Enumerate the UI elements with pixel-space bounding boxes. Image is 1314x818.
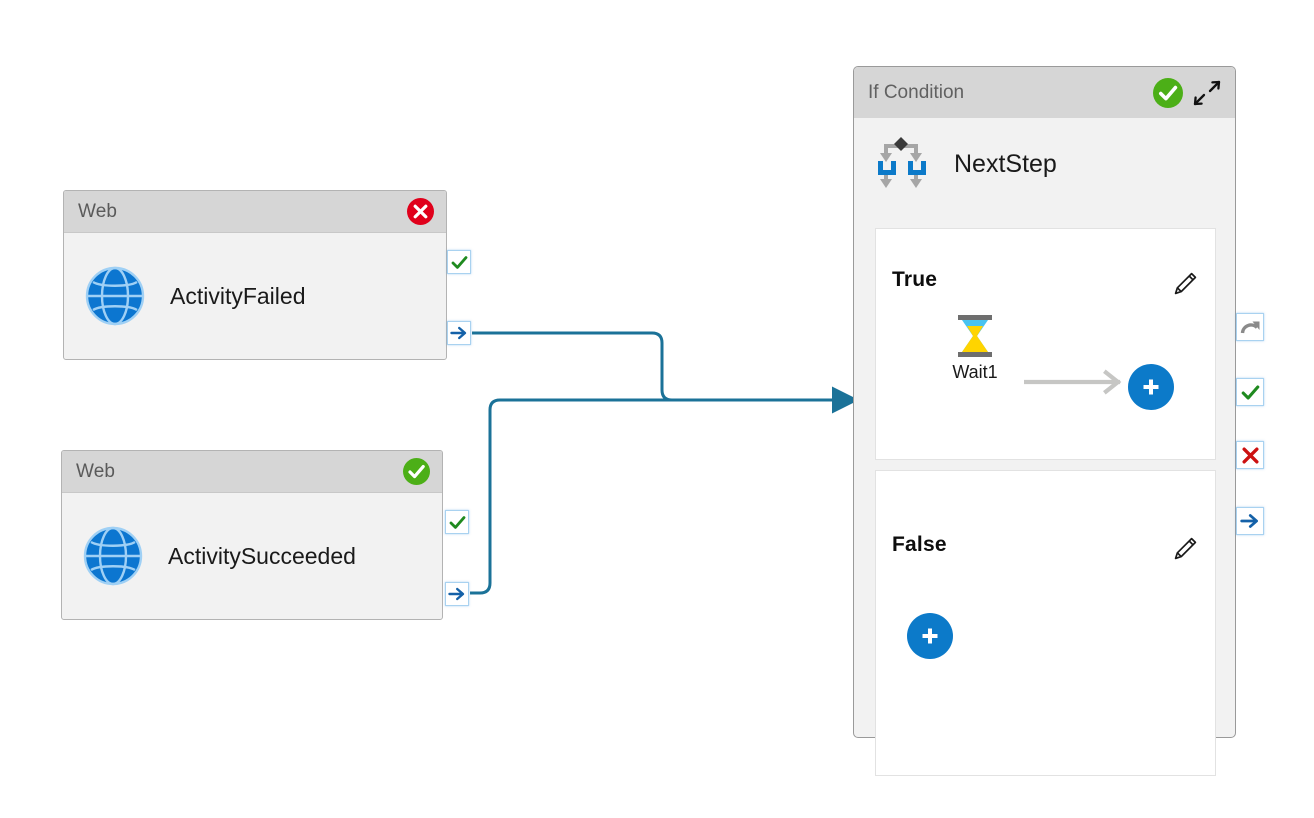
pencil-icon[interactable] <box>1171 535 1199 563</box>
plus-icon <box>922 628 938 644</box>
activity-name: ActivityFailed <box>170 282 306 309</box>
pencil-icon[interactable] <box>1171 270 1199 298</box>
branch-icon <box>878 137 926 188</box>
activity-name: ActivitySucceeded <box>168 542 356 569</box>
blue-arrow-icon <box>448 587 465 601</box>
branch-label: True <box>892 268 938 291</box>
if-condition-panel[interactable]: If Condition <box>853 66 1264 776</box>
success-port[interactable] <box>447 250 471 274</box>
gray-arrow-icon <box>1024 369 1122 395</box>
failure-port[interactable] <box>1236 441 1264 469</box>
red-x-icon <box>1241 446 1259 464</box>
edge-web-failed-to-if <box>472 331 859 414</box>
retry-curved-arrow-icon <box>1240 321 1260 334</box>
branch-label: False <box>892 533 947 556</box>
green-check-icon <box>449 515 465 529</box>
success-port[interactable] <box>445 510 469 534</box>
activity-node-web-succeeded[interactable]: Web ActivitySucceeded <box>61 450 469 620</box>
node-body: ActivityFailed <box>64 233 446 359</box>
branch-header: False <box>876 471 1215 563</box>
next-port[interactable] <box>447 321 471 345</box>
activity-name: Wait1 <box>952 362 998 382</box>
success-circle-icon <box>1153 77 1183 108</box>
branch-true[interactable]: True <box>875 228 1216 460</box>
node-body: ActivitySucceeded <box>62 493 442 619</box>
activity-wait1[interactable]: Wait1 <box>930 313 1020 383</box>
panel-title: If Condition <box>868 81 965 103</box>
if-condition-header: If Condition <box>854 67 1235 118</box>
if-step-row: NextStep <box>854 118 1235 196</box>
next-port[interactable] <box>445 582 469 606</box>
branch-header: True <box>876 229 1215 298</box>
success-port[interactable] <box>1236 378 1264 406</box>
blue-arrow-icon <box>1240 514 1258 528</box>
node-header-title: Web <box>78 200 118 222</box>
step-name: NextStep <box>954 149 1057 178</box>
globe-icon <box>85 266 145 326</box>
success-circle-icon <box>403 458 430 485</box>
branch-content: False <box>876 471 1215 775</box>
collapse-arrows-icon[interactable] <box>1191 77 1223 109</box>
globe-icon <box>83 526 143 586</box>
branch-content: True <box>876 229 1215 459</box>
branch-false[interactable]: False <box>875 470 1216 776</box>
node-header: Web <box>64 191 446 233</box>
error-circle-icon <box>407 198 434 225</box>
add-activity-button-false[interactable] <box>907 613 953 659</box>
hourglass-icon <box>958 315 992 357</box>
add-activity-button-true[interactable] <box>1128 364 1174 410</box>
blue-arrow-icon <box>450 326 467 340</box>
retry-port[interactable] <box>1236 313 1264 341</box>
activity-node-web-failed[interactable]: Web ActivityFailed <box>63 190 471 360</box>
green-check-icon <box>451 255 467 269</box>
plus-icon <box>1143 379 1159 395</box>
edge-web-succeeded-to-if <box>470 398 838 595</box>
next-port[interactable] <box>1236 507 1264 535</box>
node-header-title: Web <box>76 460 116 482</box>
green-check-icon <box>1241 384 1259 400</box>
node-header: Web <box>62 451 442 493</box>
